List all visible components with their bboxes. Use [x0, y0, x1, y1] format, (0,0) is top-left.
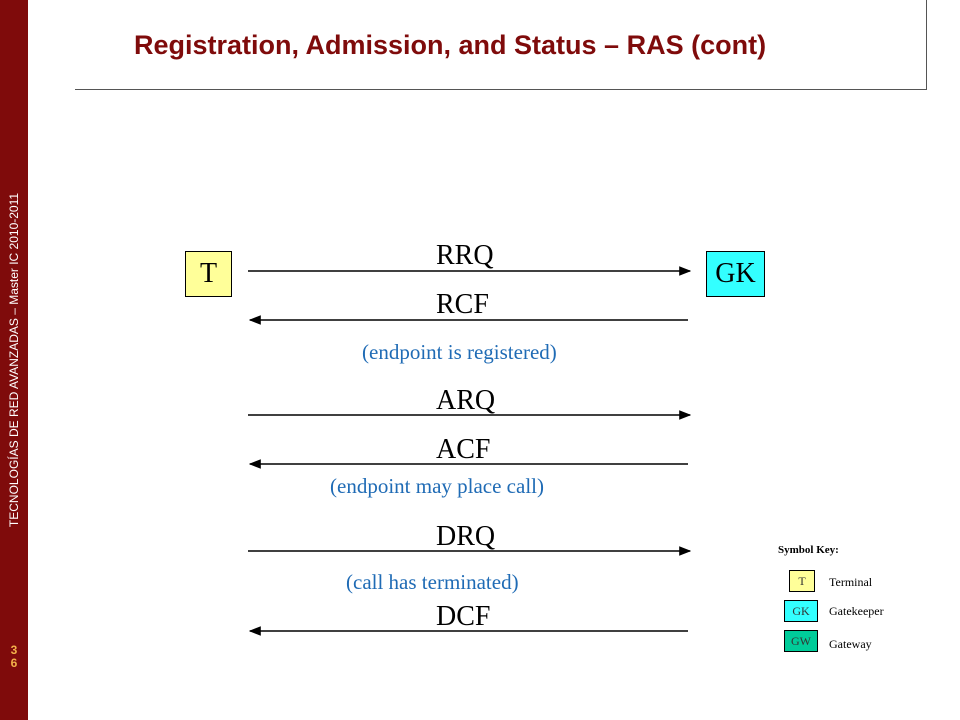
key-gateway-symbol: GW	[784, 630, 818, 652]
msg-rcf: RCF	[436, 289, 489, 320]
key-gatekeeper-symbol: GK	[784, 600, 818, 622]
title-vertical-divider	[926, 0, 927, 90]
key-gateway-label: Gateway	[829, 637, 872, 651]
symbol-key-title: Symbol Key:	[778, 544, 839, 556]
key-gatekeeper-label: Gatekeeper	[829, 604, 884, 618]
note-terminated: (call has terminated)	[346, 570, 519, 594]
slide-number-digit-1: 3	[10, 643, 18, 657]
sidebar: TECNOLOGÍAS DE RED AVANZADAS – Master IC…	[0, 0, 28, 720]
title-divider	[75, 89, 926, 90]
msg-dcf: DCF	[436, 601, 491, 632]
msg-rrq: RRQ	[436, 240, 494, 271]
note-registered: (endpoint is registered)	[362, 340, 557, 364]
slide-title: Registration, Admission, and Status – RA…	[134, 30, 767, 60]
msg-arq: ARQ	[436, 385, 496, 416]
note-place-call: (endpoint may place call)	[330, 474, 544, 498]
msg-drq: DRQ	[436, 521, 496, 552]
terminal-node: T	[185, 251, 232, 297]
slide-number-digit-2: 6	[10, 656, 18, 670]
gatekeeper-node: GK	[706, 251, 765, 297]
key-terminal-label: Terminal	[829, 575, 873, 589]
msg-acf: ACF	[436, 434, 491, 465]
key-terminal-symbol: T	[789, 570, 815, 592]
slide-number: 3 6	[0, 644, 28, 670]
